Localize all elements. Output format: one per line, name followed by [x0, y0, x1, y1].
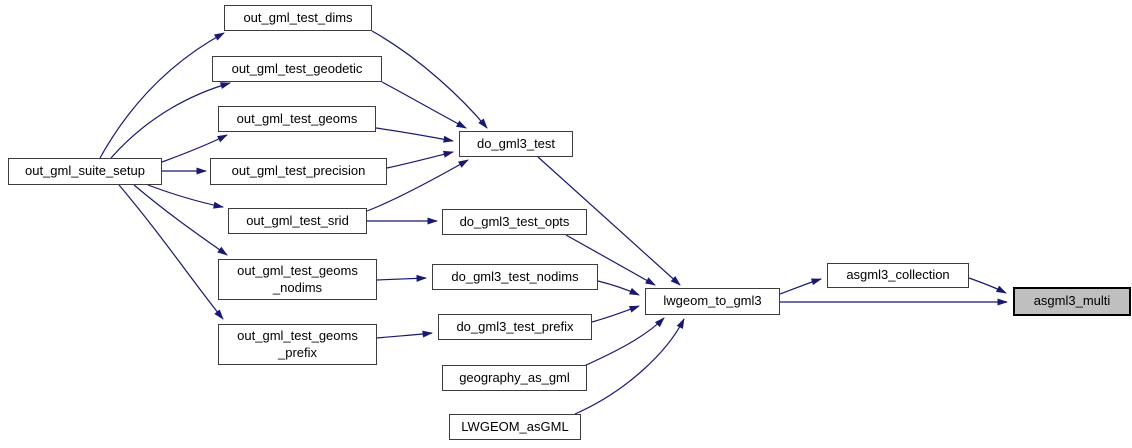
edge-out_gml_suite_setup-out_gml_test_geoms_nodims: [133, 184, 228, 256]
edge-out_gml_suite_setup-out_gml_test_dims: [99, 32, 225, 159]
node-label: do_gml3_test: [476, 135, 556, 151]
edge-geography_as_gml-lwgeom_to_gml3: [583, 317, 665, 367]
edge-out_gml_test_geoms_prefix-do_gml3_test_prefix: [376, 330, 433, 339]
node-asgml3_collection[interactable]: asgml3_collection: [827, 263, 969, 288]
edge-LWGEOM_asGML-lwgeom_to_gml3: [574, 318, 685, 415]
node-lwgeom_to_gml3[interactable]: lwgeom_to_gml3: [645, 288, 780, 315]
edge-out_gml_test_dims-do_gml3_test: [371, 30, 488, 129]
edge-out_gml_test_geoms_nodims-do_gml3_test_nodims: [376, 274, 427, 282]
edge-asgml3_collection-asgml3_multi: [968, 277, 1007, 294]
node-do_gml3_test_opts[interactable]: do_gml3_test_opts: [442, 209, 587, 235]
node-do_gml3_test_prefix[interactable]: do_gml3_test_prefix: [438, 314, 592, 340]
node-label: asgml3_multi: [1033, 293, 1111, 309]
edge-do_gml3_test_opts-lwgeom_to_gml3: [565, 234, 656, 286]
edge-out_gml_test_srid-do_gml3_test: [366, 159, 469, 212]
node-label: do_gml3_test_opts: [459, 213, 570, 229]
node-label-line: out_gml_test_geoms: [237, 262, 358, 278]
node-out_gml_test_geoms[interactable]: out_gml_test_geoms: [218, 106, 376, 132]
node-geography_as_gml[interactable]: geography_as_gml: [442, 365, 587, 391]
node-label: geography_as_gml: [459, 369, 570, 385]
node-label: out_gml_test_precision: [231, 163, 366, 179]
node-out_gml_test_precision[interactable]: out_gml_test_precision: [210, 158, 387, 185]
node-label-line: _prefix: [277, 344, 318, 360]
node-label: out_gml_suite_setup: [25, 163, 145, 179]
edge-out_gml_suite_setup-out_gml_test_geodetic: [110, 82, 231, 159]
node-LWGEOM_asGML[interactable]: LWGEOM_asGML: [449, 414, 581, 440]
node-out_gml_test_dims[interactable]: out_gml_test_dims: [224, 5, 372, 31]
node-out_gml_suite_setup[interactable]: out_gml_suite_setup: [8, 158, 162, 185]
edge-out_gml_suite_setup-out_gml_test_srid: [147, 184, 224, 209]
edge-out_gml_test_precision-do_gml3_test: [386, 150, 454, 169]
node-label-line: out_gml_test_geoms: [237, 327, 358, 343]
node-label: out_gml_test_geoms: [236, 110, 358, 126]
node-do_gml3_test_nodims[interactable]: do_gml3_test_nodims: [432, 264, 598, 290]
node-out_gml_test_srid[interactable]: out_gml_test_srid: [228, 208, 367, 234]
node-label: lwgeom_to_gml3: [663, 293, 762, 309]
edge-out_gml_suite_setup-out_gml_test_geoms: [161, 134, 228, 163]
node-label: do_gml3_test_prefix: [456, 318, 574, 334]
node-label: asgml3_collection: [846, 267, 950, 283]
node-label: out_gml_test_dims: [243, 9, 353, 25]
node-do_gml3_test[interactable]: do_gml3_test: [459, 131, 573, 157]
edge-do_gml3_test-lwgeom_to_gml3: [537, 156, 681, 286]
edge-lwgeom_to_gml3-asgml3_collection: [779, 278, 822, 295]
edge-out_gml_test_geoms-do_gml3_test: [375, 127, 454, 143]
node-asgml3_multi: asgml3_multi: [1013, 287, 1131, 316]
node-out_gml_test_geoms_nodims[interactable]: out_gml_test_geoms _nodims: [218, 259, 377, 300]
node-out_gml_test_geodetic[interactable]: out_gml_test_geodetic: [212, 56, 382, 82]
edge-do_gml3_test_nodims-lwgeom_to_gml3: [597, 280, 640, 296]
node-label: out_gml_test_srid: [246, 212, 349, 228]
edge-do_gml3_test_prefix-lwgeom_to_gml3: [591, 305, 640, 323]
edge-out_gml_test_geodetic-do_gml3_test: [381, 81, 467, 129]
node-out_gml_test_geoms_prefix[interactable]: out_gml_test_geoms _prefix: [218, 324, 377, 365]
edge-out_gml_suite_setup-out_gml_test_geoms_prefix: [118, 184, 224, 320]
node-label: out_gml_test_geodetic: [231, 60, 363, 76]
node-label-line: _nodims: [272, 279, 323, 295]
node-label: LWGEOM_asGML: [461, 418, 569, 434]
node-label: do_gml3_test_nodims: [451, 268, 579, 284]
